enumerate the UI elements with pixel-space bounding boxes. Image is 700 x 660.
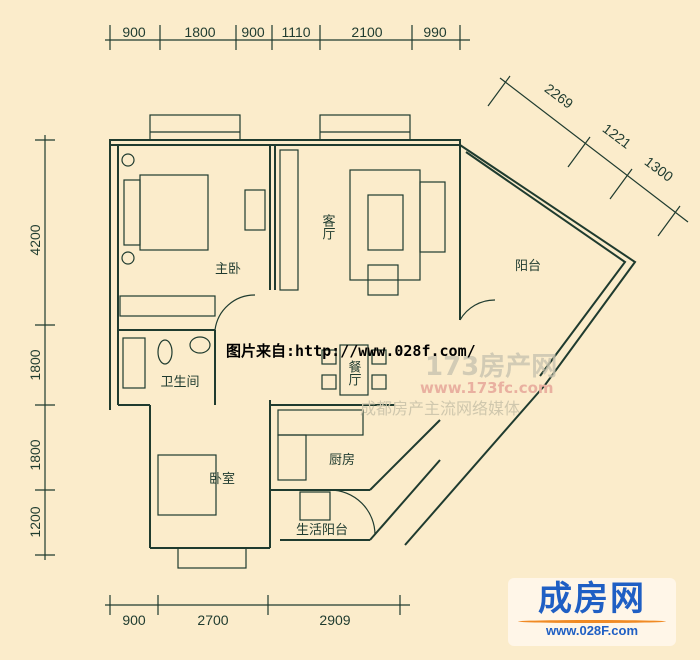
dim-label: 1200 — [27, 506, 43, 537]
dining-table — [339, 344, 369, 396]
room-label-balcony: 阳台 — [515, 259, 541, 274]
logo-url: www.028F.com — [546, 623, 638, 638]
room-label-living-room: 客厅 — [320, 213, 336, 240]
walls — [109, 139, 637, 549]
dim-label: 900 — [122, 24, 146, 40]
top-dimensions: 900 1800 900 1110 2100 990 — [105, 24, 470, 50]
dim-label: 1800 — [184, 24, 215, 40]
dim-label: 990 — [423, 24, 447, 40]
dim-label: 1800 — [27, 349, 43, 380]
watermark-173-url: www.173fc.com — [420, 379, 554, 397]
room-label-bedroom: 卧室 — [209, 471, 235, 487]
dim-label: 900 — [241, 24, 265, 40]
watermark-source: 图片来自:http://www.028f.com/ — [226, 342, 476, 360]
room-label-bathroom: 卫生间 — [160, 375, 199, 390]
dim-label: 2100 — [351, 24, 382, 40]
toilet — [157, 339, 173, 365]
dim-label: 2269 — [542, 80, 577, 112]
watermark-173: 173房产网 — [425, 352, 557, 382]
room-label-kitchen: 厨房 — [329, 452, 355, 468]
left-dimensions: 4200 1800 1800 1200 — [27, 135, 55, 560]
dim-label: 4200 — [27, 224, 43, 255]
bathtub — [122, 337, 146, 389]
room-label-utility-balcony: 生活阳台 — [296, 523, 348, 538]
room-label-dining-room: 餐厅 — [346, 359, 362, 386]
dim-label: 1110 — [281, 24, 310, 40]
bed — [139, 174, 209, 251]
wardrobe — [119, 295, 216, 317]
bed — [157, 454, 217, 516]
windows — [149, 114, 411, 569]
furniture — [119, 149, 496, 536]
site-logo: 成房网 www.028F.com — [508, 578, 676, 646]
watermark-slogan: 成都房产主流网络媒体 — [360, 399, 520, 418]
dim-label: 1300 — [642, 153, 677, 185]
dim-label: 1800 — [27, 439, 43, 470]
sink — [189, 336, 211, 354]
dim-label: 2700 — [197, 612, 228, 628]
bottom-dimensions: 900 2700 2909 — [105, 595, 410, 628]
dim-label: 900 — [122, 612, 146, 628]
diagonal-dimensions: 2269 1221 1300 — [487, 75, 689, 237]
room-label-master-bedroom: 主卧 — [215, 262, 241, 277]
dim-label: 2909 — [319, 612, 350, 628]
kitchen-counter — [277, 409, 364, 436]
dim-label: 1221 — [600, 120, 635, 152]
logo-arc — [518, 620, 666, 623]
washer — [299, 491, 331, 521]
logo-name: 成房网 — [538, 579, 646, 619]
sofa — [349, 169, 421, 281]
